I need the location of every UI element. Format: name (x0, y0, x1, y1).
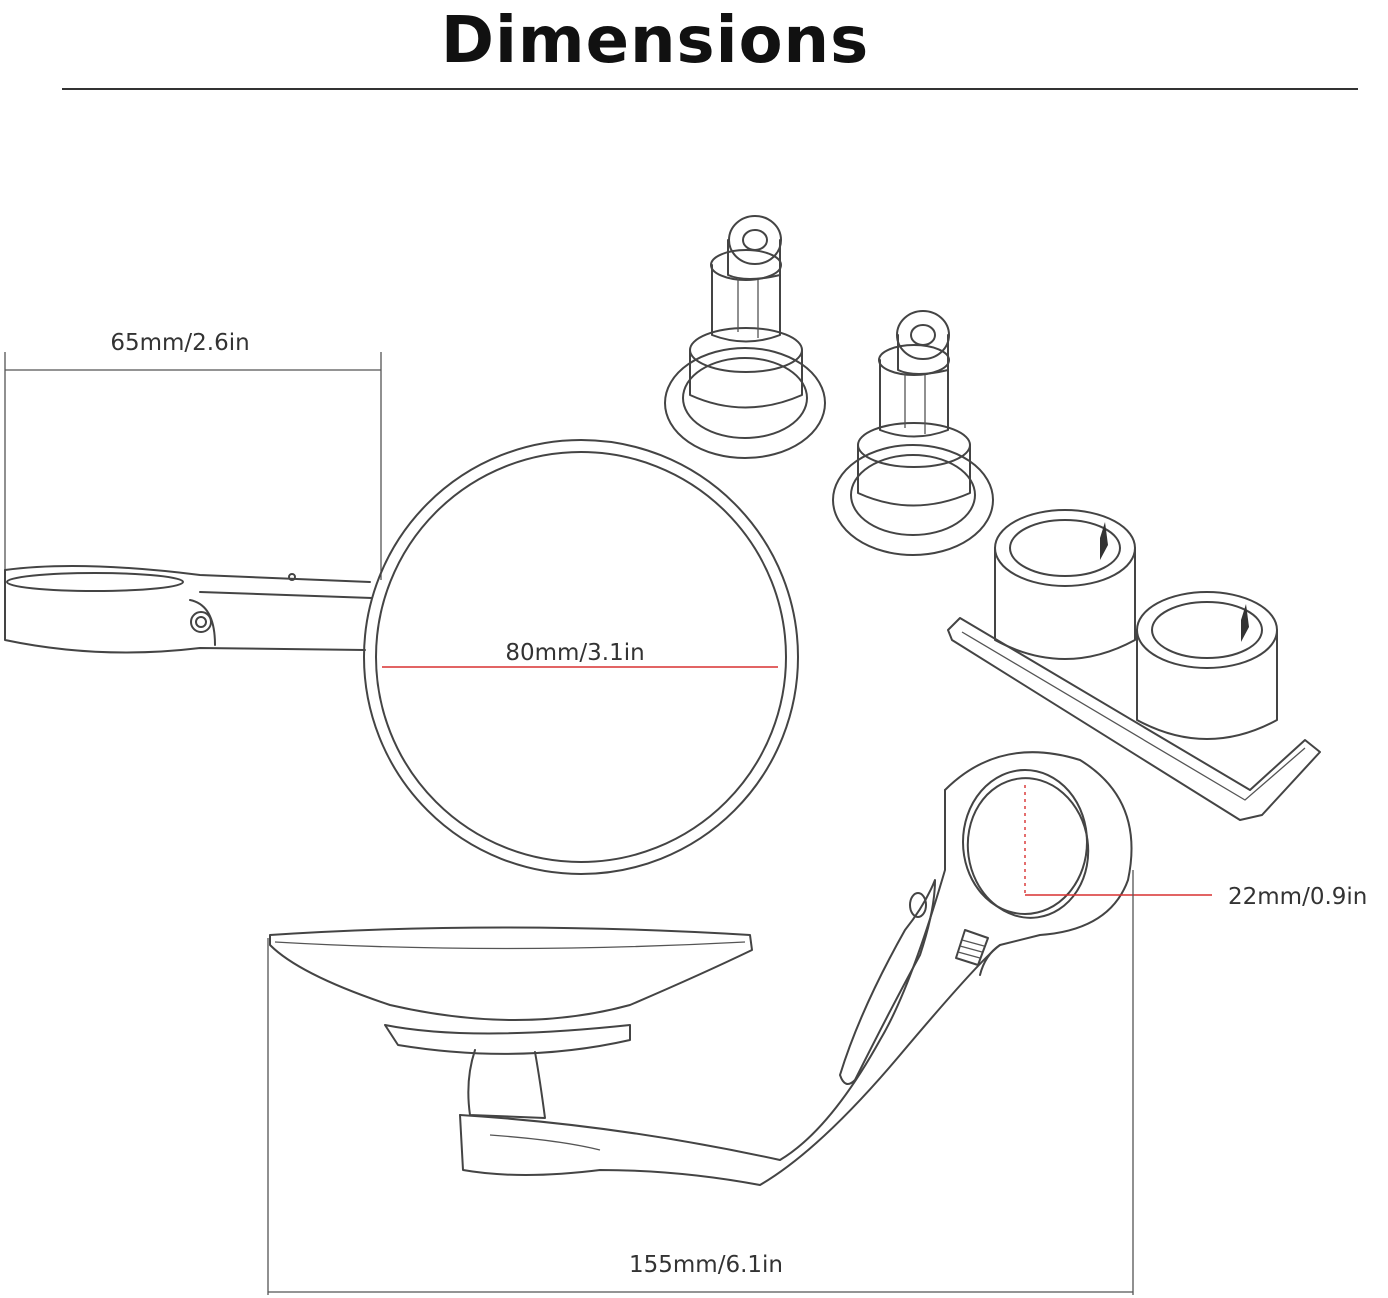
clamp-size-label: 22mm/0.9in (1228, 884, 1367, 910)
page-title: Dimensions (440, 4, 870, 78)
arm-length-label: 65mm/2.6in (110, 330, 249, 356)
mirror-diameter-label: 80mm/3.1in (505, 640, 644, 666)
bar-end-plug-2 (832, 310, 994, 556)
mounting-clamp (944, 751, 1212, 976)
total-length-label: 155mm/6.1in (629, 1252, 783, 1278)
bar-end-plug-1 (664, 215, 826, 459)
arm-side-view (4, 352, 382, 654)
title-divider (62, 88, 1358, 90)
allen-key (947, 617, 1321, 821)
mirror-side-view (267, 789, 1134, 1295)
mirror-front-view (363, 439, 799, 875)
clamp-sleeve-1 (994, 509, 1136, 660)
clamp-sleeve-2 (1136, 591, 1278, 740)
